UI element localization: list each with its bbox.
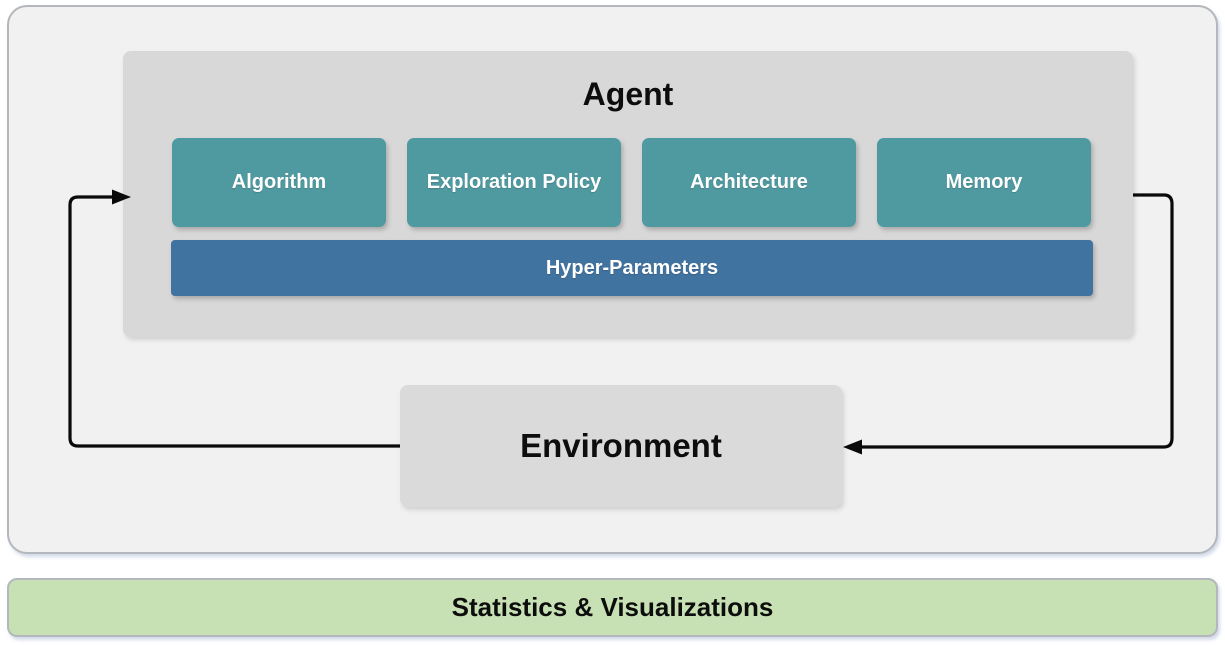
agent-box: Agent Algorithm Exploration Policy Archi…: [123, 51, 1133, 337]
component-label: Memory: [945, 171, 1023, 193]
component-box-architecture: Architecture: [642, 138, 856, 227]
component-box-exploration-policy: Exploration Policy: [407, 138, 621, 227]
hyper-parameters-bar: Hyper-Parameters: [171, 240, 1093, 296]
environment-box: Environment: [400, 385, 842, 507]
component-box-memory: Memory: [877, 138, 1091, 227]
component-label: Exploration Policy: [426, 171, 602, 193]
hyper-parameters-label: Hyper-Parameters: [545, 256, 719, 279]
component-box-algorithm: Algorithm: [172, 138, 386, 227]
environment-label: Environment: [520, 427, 722, 464]
statistics-visualizations-label: Statistics & Visualizations: [451, 592, 774, 622]
component-label: Algorithm: [231, 171, 327, 193]
statistics-visualizations-bar: Statistics & Visualizations: [7, 578, 1218, 637]
agent-title: Agent: [582, 76, 674, 112]
component-label: Architecture: [690, 171, 808, 193]
